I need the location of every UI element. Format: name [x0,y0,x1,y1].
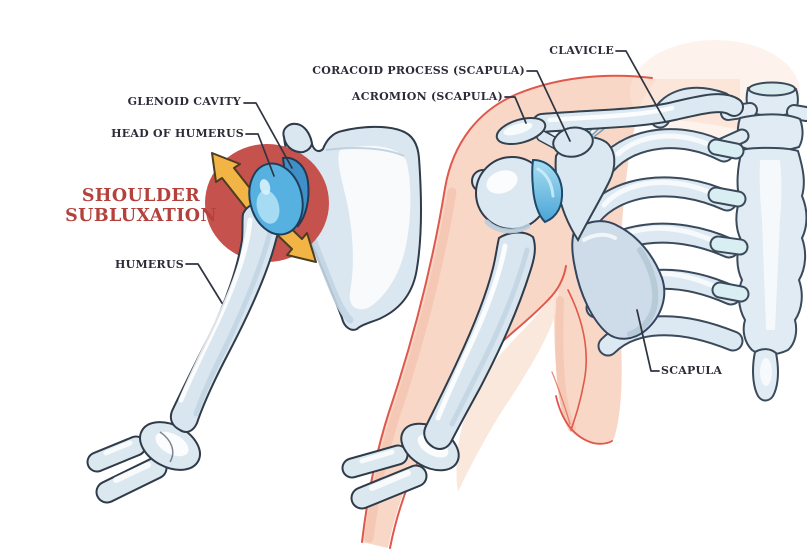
leader-coracoid [526,70,571,142]
watermark-circle [649,0,707,39]
label-humerus: HUMERUS [115,258,184,271]
label-glenoid-cavity: GLENOID CAVITY [127,95,241,108]
left-shoulder-illustration [86,122,422,504]
leader-acromion [504,96,527,124]
leader-scapula [636,309,660,372]
right-shoulder-illustration [341,0,807,549]
humeral-head-dislocated [248,156,310,236]
humerus-bone-left [86,201,281,504]
acromion-knob-left [282,122,314,154]
coracoid-process-bone [552,126,594,158]
leader-humerus [185,263,223,304]
leader-head-of-humerus [245,133,275,177]
rib-cartilage-connectors [707,138,750,303]
label-head-of-humerus: HEAD OF HUMERUS [111,127,244,140]
glenoid-cartilage-right [531,158,564,224]
humerus-bone-right [341,156,564,510]
scapula-blade [571,220,666,340]
clavicle-bone [532,93,744,133]
leader-lines [185,50,666,372]
label-clavicle: CLAVICLE [549,44,614,57]
leader-glenoid-cavity [243,102,293,169]
label-scapula: SCAPULA [661,364,723,377]
label-acromion: ACROMION (SCAPULA) [351,90,503,103]
label-coracoid-process: CORACOID PROCESS (SCAPULA) [312,64,525,77]
vertebra-top-plate [748,81,796,97]
page-title: SHOULDER SUBLUXATION [65,186,217,227]
leader-clavicle [615,50,666,122]
